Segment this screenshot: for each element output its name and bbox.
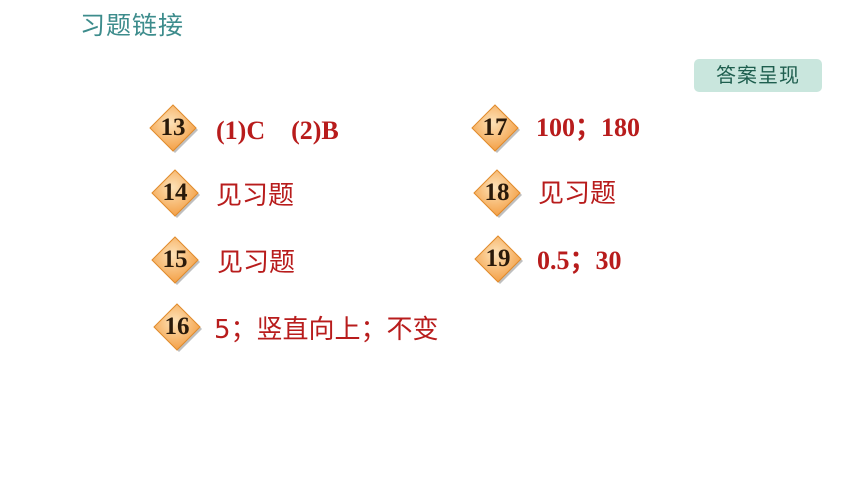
answer-text: 0.5；30: [537, 246, 622, 275]
answer-text: 5；竖直向上；不变: [214, 315, 439, 345]
show-answers-button[interactable]: 答案呈现: [694, 59, 822, 92]
diamond-badge-icon: 16: [152, 302, 202, 352]
page-title: 习题链接: [80, 11, 185, 40]
item-number: 13: [160, 114, 186, 141]
diamond-badge-icon: 18: [472, 168, 522, 218]
item-number: 19: [485, 245, 511, 272]
diamond-badge-icon: 19: [473, 234, 523, 284]
diamond-badge-icon: 15: [150, 235, 200, 285]
answer-text: (1)C (2)B: [216, 116, 339, 145]
item-number: 15: [162, 246, 188, 273]
item-number: 16: [164, 313, 190, 340]
answer-text: 见习题: [217, 248, 296, 278]
item-number: 17: [482, 114, 508, 141]
diamond-badge-icon: 13: [148, 103, 198, 153]
answer-text: 100；180: [536, 113, 641, 142]
diamond-badge-icon: 17: [470, 103, 520, 153]
item-number: 18: [484, 179, 510, 206]
item-number: 14: [162, 179, 188, 206]
answer-text: 见习题: [538, 179, 617, 209]
answer-text: 见习题: [216, 181, 295, 211]
diamond-badge-icon: 14: [150, 168, 200, 218]
